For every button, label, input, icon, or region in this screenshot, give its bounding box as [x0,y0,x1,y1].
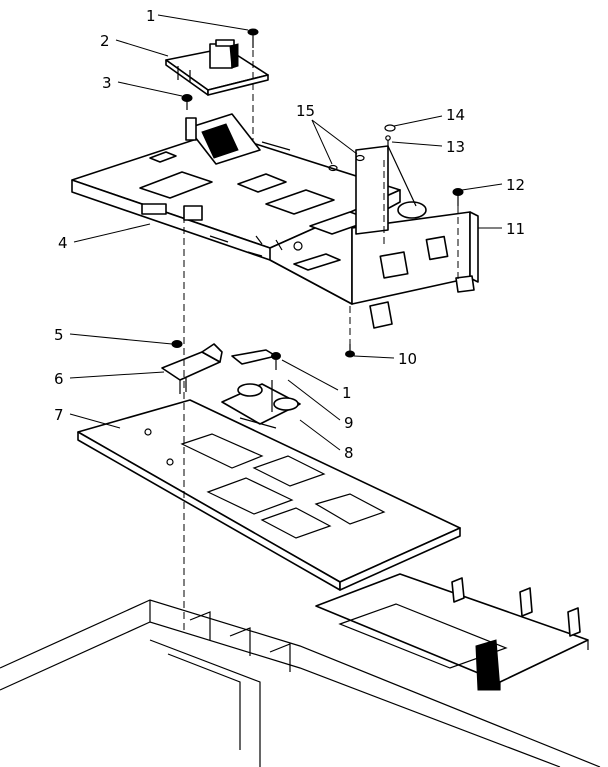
screw-1-top [247,28,259,48]
callout-15: 15 [296,102,315,120]
washer-14 [384,124,396,132]
callout-1-top: 1 [146,7,156,25]
screw-3 [181,94,193,110]
screw-1-lower [271,352,281,370]
callout-6: 6 [54,370,64,388]
screw-13 [385,135,391,150]
callout-3: 3 [102,74,112,92]
callout-12: 12 [506,176,525,194]
bottom-tray-right [315,573,589,691]
part-9-strip [231,349,277,365]
callout-4: 4 [58,234,68,252]
callout-5: 5 [54,326,64,344]
callout-8: 8 [344,444,354,462]
part-6-bracket [161,343,223,394]
bottom-housing [0,599,601,767]
screw-10 [345,344,355,358]
leader-lines [69,14,503,451]
callout-11: 11 [506,220,525,238]
screw-12 [452,188,464,206]
callout-13: 13 [446,138,465,156]
part-2-small-board [165,39,269,96]
part-4-main-chassis [71,113,401,305]
callout-9: 9 [344,414,354,432]
part-8-board [221,380,301,425]
part-11-side-bracket [351,145,479,329]
callout-1-lower: 1 [342,384,352,402]
part-7-shield-plate [77,399,461,591]
screws-15 [328,154,365,172]
callout-2: 2 [100,32,110,50]
callout-10: 10 [398,350,417,368]
callout-14: 14 [446,106,465,124]
screw-5 [171,340,183,348]
callout-7: 7 [54,406,64,424]
